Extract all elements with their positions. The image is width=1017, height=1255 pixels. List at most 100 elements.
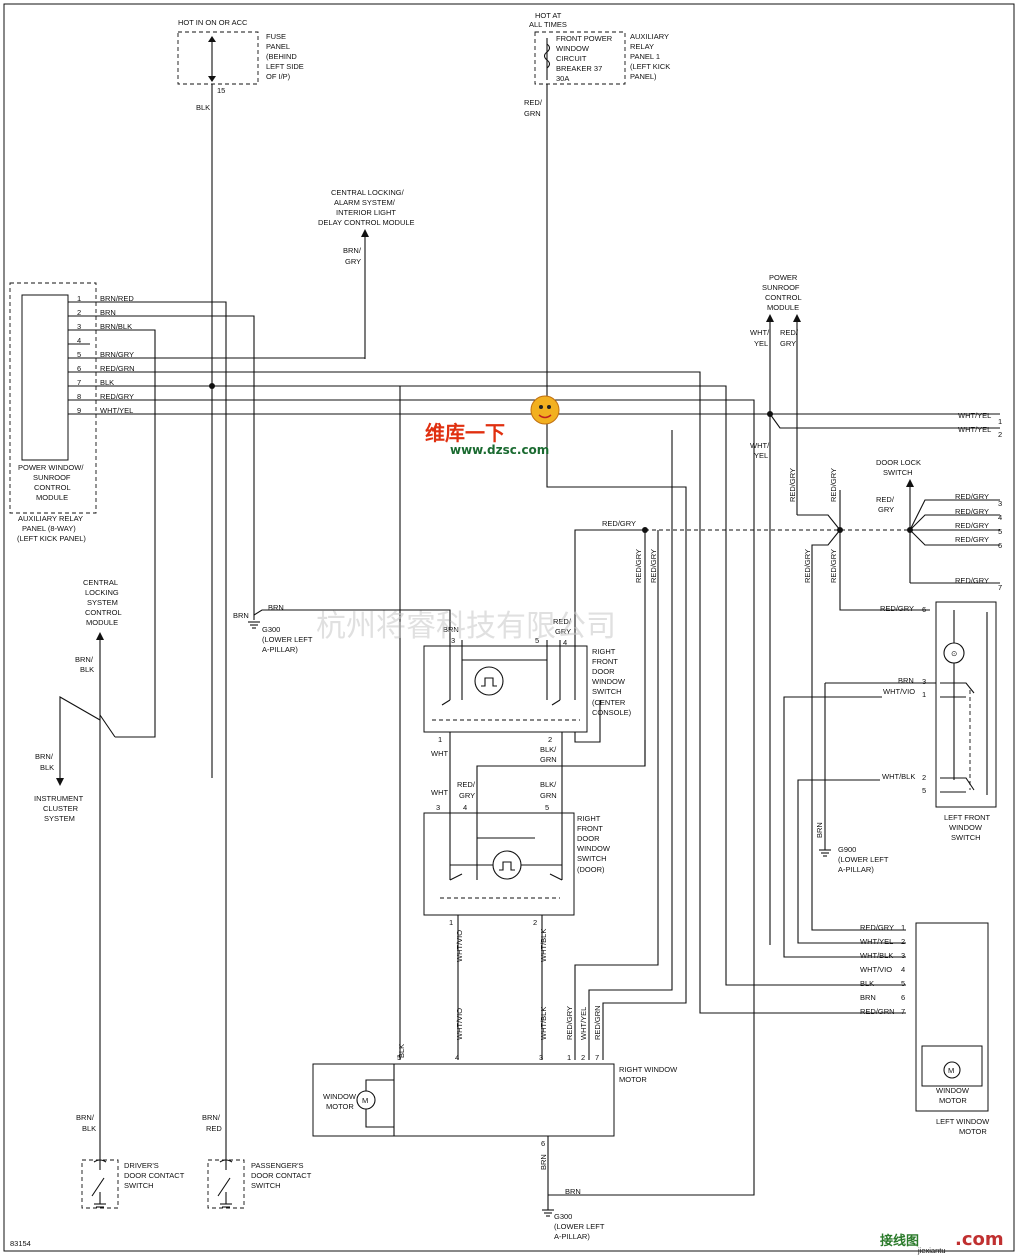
rfd-pin-3: 3: [436, 803, 440, 812]
company-watermark: 杭州将睿科技有限公司: [316, 609, 616, 644]
lfs-pin-5: 5: [922, 786, 926, 795]
lfs-pin-1: 1: [922, 690, 926, 699]
br-url: jiexiantu: [917, 1246, 946, 1255]
pw-label-1: POWER WINDOW/: [18, 463, 84, 472]
red-grn-harness: [90, 371, 906, 1014]
rfc-top-rg1: RED/: [553, 617, 572, 626]
module-wire-color: BRN/BLK: [100, 322, 132, 331]
rfc-top-rg2: GRY: [555, 627, 571, 636]
rfd-label-2: FRONT: [577, 824, 603, 833]
pd-label-1: PASSENGER'S: [251, 1161, 304, 1170]
dzsc-logo-watermark: 维库一下 www.dzsc.com: [425, 395, 560, 457]
rwm-motor-1: WINDOW: [323, 1092, 357, 1101]
lwm-label-2: MOTOR: [959, 1127, 987, 1136]
dd-label-1: DRIVER'S: [124, 1161, 159, 1170]
lfs-wire-rg: RED/GRY: [880, 604, 914, 613]
cb-wire-label-1: RED/: [524, 98, 543, 107]
g900-label-3: A-PILLAR): [838, 865, 874, 874]
br-cn: 接线图: [880, 1233, 919, 1249]
red-gry-to-console: [574, 529, 645, 640]
g900-ground: BRN G900 (LOWER LEFT A-PILLAR): [815, 822, 889, 874]
rwm-rgn: RED/GRN: [593, 1005, 602, 1040]
rfc-wht-label: WHT: [431, 749, 448, 758]
rfc-pin-1: 1: [438, 735, 442, 744]
circuit-breaker: HOT AT ALL TIMES FRONT POWER WINDOW CIRC…: [524, 11, 670, 118]
rfd-rg-label-2: GRY: [459, 791, 475, 800]
rfc-label-4: WINDOW: [592, 677, 626, 686]
br-com: .com: [955, 1229, 1004, 1250]
cls-wire-1: BRN/: [75, 655, 94, 664]
ic-label-2: CLUSTER: [43, 804, 79, 813]
module-pin-number: 7: [77, 378, 81, 387]
red-gry-harness: [90, 399, 755, 1196]
lwm-label-1: LEFT WINDOW: [936, 1117, 990, 1126]
fuse-panel-box: [177, 31, 259, 85]
rwm-pin-5: 5: [397, 1053, 401, 1062]
left-motor-wire-color: WHT/BLK: [860, 951, 893, 960]
lfs-pin-2: 2: [922, 773, 926, 782]
aux-label-2: RELAY: [630, 42, 654, 51]
rg-vert-5: RED/GRY: [803, 549, 812, 583]
rwm-blk: BLK: [397, 1044, 406, 1058]
dls-wire-1: RED/: [876, 495, 895, 504]
fuse-wire-label: BLK: [196, 103, 210, 112]
rwm-pin-2: 2: [581, 1053, 585, 1062]
fuse-panel: HOT IN ON OR ACC FUSE PANEL (BEHIND LEFT…: [177, 18, 304, 112]
cl-label-4: DELAY CONTROL MODULE: [318, 218, 415, 227]
ic-wire-2: BLK: [40, 763, 54, 772]
cb-label-2: WINDOW: [556, 44, 590, 53]
cb-label-4: BREAKER 37: [556, 64, 602, 73]
ps-wire-2a: RED/: [780, 328, 799, 337]
lfs-label-2: WINDOW: [949, 823, 983, 832]
drivers-door-contact-switch: BRN/ BLK DRIVER'S DOOR CONTACT SWITCH: [76, 1113, 185, 1209]
rfd-pin-2: 2: [533, 918, 537, 927]
rg-out-6: RED/GRY: [955, 535, 989, 544]
rfd-wire-wv: WHT/VIO: [455, 930, 464, 962]
dls-label-2: SWITCH: [883, 468, 913, 477]
fuse-hot-label: HOT IN ON OR ACC: [178, 18, 248, 27]
ps-wire-2b: GRY: [780, 339, 796, 348]
fuse-label-2: PANEL: [266, 42, 290, 51]
red-gry-to-door-switch: [476, 530, 646, 808]
dd-wire-2: BLK: [82, 1124, 96, 1133]
rwm-label-1: RIGHT WINDOW: [619, 1065, 678, 1074]
module-wire-color: BRN/RED: [100, 294, 134, 303]
lfs-pin-3: 3: [922, 677, 926, 686]
aux-label-4: (LEFT KICK: [630, 62, 670, 71]
rfd-pin-1: 1: [449, 918, 453, 927]
fuse-label-1: FUSE: [266, 32, 286, 41]
ps-wire-1b: YEL: [754, 339, 768, 348]
rg-out-4: RED/GRY: [955, 507, 989, 516]
rfc-top-brn: BRN: [443, 625, 459, 634]
rwm-motor-symbol: M: [362, 1096, 368, 1105]
logo-text: 维库一下: [425, 421, 505, 445]
rfc-label-1: RIGHT: [592, 647, 616, 656]
rfc-label-6: (CENTER: [592, 698, 626, 707]
rfc-pin-4: 4: [563, 638, 567, 647]
module-wire-color: BRN/GRY: [100, 350, 134, 359]
power-window-control-module: POWER WINDOW/ SUNROOF CONTROL MODULE AUX…: [9, 282, 97, 543]
rwm-wv: WHT/VIO: [455, 1008, 464, 1040]
g300b-label-1: G300: [554, 1212, 572, 1221]
aux-relay-panel-box: [534, 31, 626, 85]
ps-label-3: CONTROL: [765, 293, 802, 302]
wht-vio-to-left-motor: [783, 696, 906, 958]
left-motor-wire-color: BRN: [860, 993, 876, 1002]
door-lock-switch: DOOR LOCK SWITCH RED/ GRY RED/GRY RED/GR…: [876, 458, 1002, 592]
rfc-label-3: DOOR: [592, 667, 615, 676]
rfc-pin-2: 2: [548, 735, 552, 744]
right-window-motor: BLK WHT/VIO WHT/BLK RED/GRY WHT/YEL RED/…: [312, 1005, 678, 1241]
rfc-bg-label-1: BLK/: [540, 745, 557, 754]
figure-id: 83154: [10, 1239, 31, 1248]
ps-label-2: SUNROOF: [762, 283, 800, 292]
ic-wire-1: BRN/: [35, 752, 54, 761]
blk-harness: [90, 385, 906, 986]
rwm-brn-2: BRN: [565, 1187, 581, 1196]
left-motor-pin-number: 6: [901, 993, 905, 1002]
rfc-bg-label-2: GRN: [540, 755, 557, 764]
module-wire-color: RED/GRN: [100, 364, 135, 373]
rwm-pin-1: 1: [567, 1053, 571, 1062]
rwm-brn: BRN: [539, 1154, 548, 1170]
rwm-wy: WHT/YEL: [579, 1007, 588, 1040]
